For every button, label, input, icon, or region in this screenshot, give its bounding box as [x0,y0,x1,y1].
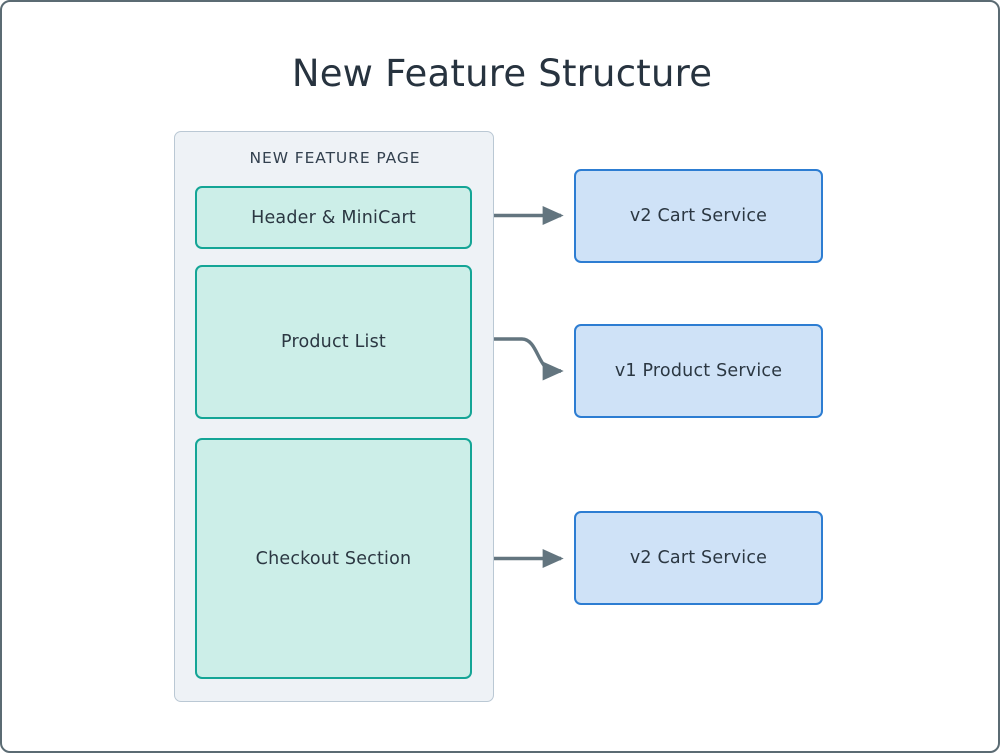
service-box-v2-cart-service-bottom[interactable]: v2 Cart Service [574,511,823,605]
section-box-product-list[interactable]: Product List [195,265,472,419]
new-feature-page-container[interactable]: NEW FEATURE PAGE Header & MiniCart Produ… [174,131,494,702]
service-box-v1-product-service[interactable]: v1 Product Service [574,324,823,418]
section-label-checkout: Checkout Section [255,548,412,569]
section-label-product-list: Product List [281,332,386,352]
service-label-v2-cart-service-bottom: v2 Cart Service [629,548,768,568]
service-box-v2-cart-service-top[interactable]: v2 Cart Service [574,169,823,263]
section-box-checkout[interactable]: Checkout Section [195,438,472,679]
service-label-v2-cart-service-top: v2 Cart Service [629,206,768,226]
page-title: New Feature Structure [291,52,713,95]
section-label-header-minicart: Header & MiniCart [251,207,416,228]
container-label: NEW FEATURE PAGE [249,149,421,167]
section-box-header-minicart[interactable]: Header & MiniCart [195,186,472,249]
service-label-v1-product-service: v1 Product Service [614,361,783,381]
